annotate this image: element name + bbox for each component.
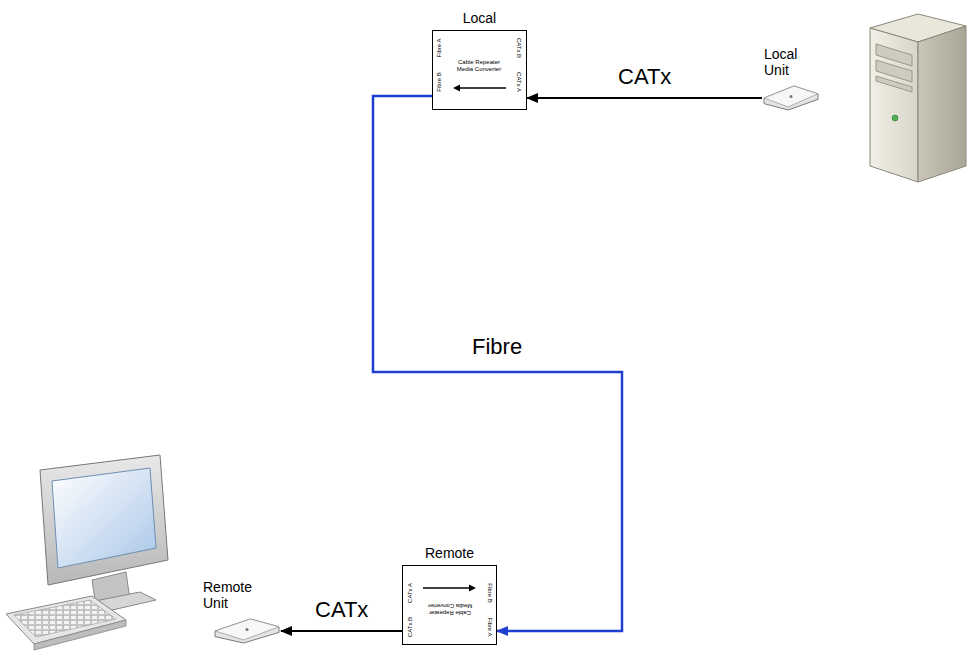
internal-arrow-head xyxy=(469,585,476,592)
device-body xyxy=(215,619,279,643)
internal-arrow-line xyxy=(459,87,506,89)
internal-arrow-head xyxy=(453,85,460,92)
port-label: Fibre A xyxy=(487,618,494,637)
device-top xyxy=(764,86,818,107)
media-converter-box: Cable Repeater Media Converter Fibre A Fib… xyxy=(432,30,527,110)
connector-label: CATx xyxy=(616,64,673,90)
internal-arrow-line xyxy=(423,587,470,589)
converter-caption: Cable Repeater Media Converter xyxy=(453,59,505,72)
desktop-computer xyxy=(6,455,168,650)
fibre-link xyxy=(373,96,622,631)
unit-device-icon xyxy=(213,617,281,645)
converter-face: Cable Repeater Media Converter Fibre A Fib… xyxy=(433,31,526,109)
port-label: CATx B xyxy=(516,38,523,58)
converter-face: Cable Repeater Media Converter CATx A CATx… xyxy=(403,566,496,644)
node-title: Local Unit xyxy=(764,46,810,78)
media-converter-box: Cable Repeater Media Converter CATx A CATx… xyxy=(402,565,497,645)
node-title: Remote Unit xyxy=(203,579,249,611)
unit-device: Local Unit xyxy=(762,84,820,112)
unit-device-icon xyxy=(762,84,820,112)
port-label: CATx A xyxy=(516,72,523,92)
port-label: CATx A xyxy=(407,583,414,603)
unit-device: Remote Unit xyxy=(213,617,281,645)
device-body xyxy=(764,86,818,110)
device-led xyxy=(790,95,793,98)
catx-cable xyxy=(527,97,762,99)
node-title: Remote xyxy=(403,546,496,561)
port-label: Fibre B xyxy=(436,72,443,91)
device-led xyxy=(246,628,249,631)
connector-label: CATx xyxy=(313,597,370,623)
port-label: Fibre B xyxy=(487,584,494,603)
port-label: CATx B xyxy=(407,617,414,637)
catx-cable xyxy=(281,630,402,632)
node-title: Local xyxy=(433,11,526,26)
converter-caption: Cable Repeater Media Converter xyxy=(424,603,476,616)
server-tower xyxy=(870,14,966,182)
device-top xyxy=(215,619,279,640)
port-label: Fibre A xyxy=(436,38,443,57)
connector-label: Fibre xyxy=(470,334,524,360)
